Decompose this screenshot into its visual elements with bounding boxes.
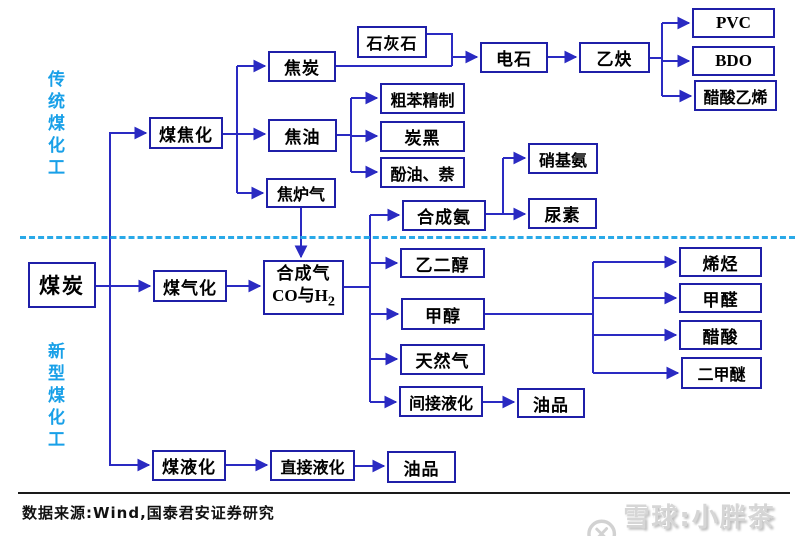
watermark: 雪球:小胖茶馆 [586,497,800,536]
zone-label-traditional: 传统煤化工 [44,70,64,180]
node-coal-liquefaction: 煤液化 [152,450,226,481]
node-urea: 尿素 [528,198,597,229]
node-calcium-carbide: 电石 [480,42,548,73]
node-phenol-oil-naphthalene: 酚油、萘 [380,157,465,188]
node-ethylene-glycol: 乙二醇 [400,248,485,278]
node-olefins: 烯烃 [679,247,762,277]
node-limestone: 石灰石 [357,26,427,58]
data-source-note: 数据来源:Wind,国泰君安证券研究 [22,504,275,522]
node-pvc: PVC [692,8,775,38]
node-vinyl-acetate: 醋酸乙烯 [694,80,777,111]
watermark-text: 雪球:小胖茶馆 [623,503,776,533]
node-syngas-line2: CO与H2 [272,286,335,310]
node-carbon-black: 炭黑 [380,121,465,152]
node-oil-products-1: 油品 [517,388,585,418]
zone-label-modern: 新型煤化工 [44,342,64,452]
node-formaldehyde: 甲醛 [679,283,762,313]
node-natural-gas: 天然气 [400,344,485,375]
node-dimethyl-ether: 二甲醚 [681,357,762,389]
node-crude-benzene-refining: 粗苯精制 [380,83,465,114]
node-coal-coking: 煤焦化 [149,117,223,149]
node-coke-oven-gas: 焦炉气 [266,178,336,208]
node-acetylene: 乙炔 [579,42,650,73]
node-syngas-line1: 合成气 [276,263,331,284]
node-coal: 煤炭 [28,262,96,308]
node-nitro-ammonia: 硝基氨 [528,143,598,174]
node-coal-tar: 焦油 [268,119,337,152]
footer-divider-line [18,492,790,494]
node-methanol: 甲醇 [401,298,485,330]
node-oil-products-2: 油品 [387,451,456,483]
node-acetic-acid: 醋酸 [679,320,762,350]
node-indirect-liquefaction: 间接液化 [399,386,483,417]
node-coke: 焦炭 [268,51,336,82]
node-direct-liquefaction: 直接液化 [270,450,355,481]
node-synthetic-ammonia: 合成氨 [402,200,486,231]
xueqiu-snowball-icon [587,519,617,536]
node-syngas: 合成气 CO与H2 [263,260,344,315]
node-coal-gasification: 煤气化 [153,270,227,302]
zone-divider-dashed-line [20,236,795,239]
node-bdo: BDO [692,46,775,76]
